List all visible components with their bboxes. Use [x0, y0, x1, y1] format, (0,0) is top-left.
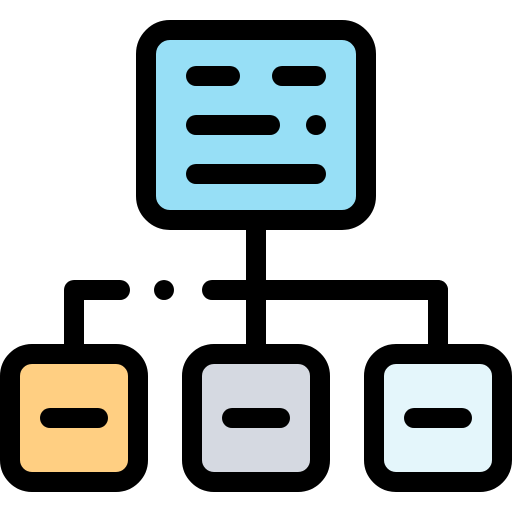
- connector-lines: [64, 214, 448, 362]
- middle-node-box: [182, 344, 330, 492]
- right-node-box: [364, 344, 512, 492]
- branch-dot: [154, 280, 174, 300]
- branch-line-left: [64, 280, 130, 362]
- top-node-box: [136, 20, 376, 230]
- left-node-box: [0, 344, 148, 492]
- top-text-dot: [306, 115, 326, 135]
